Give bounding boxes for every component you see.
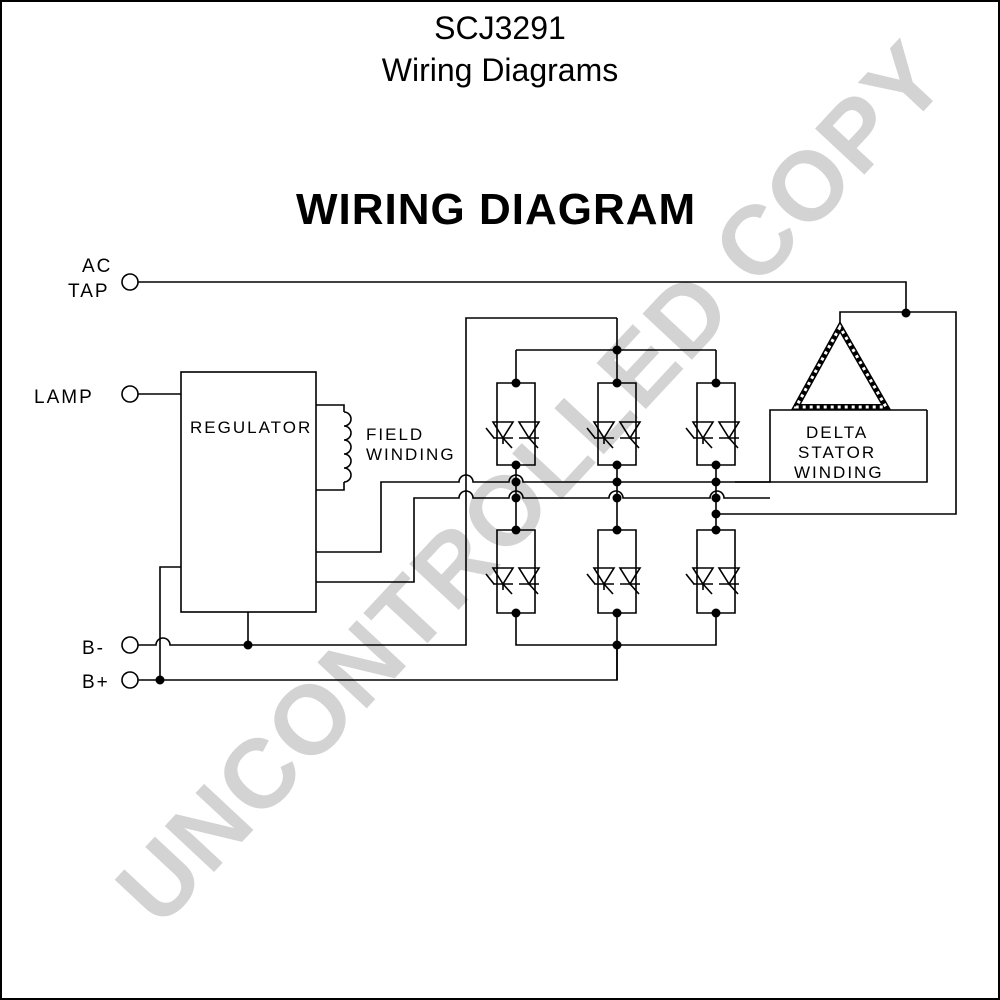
delta-stator-winding [790, 320, 892, 410]
stator-wire-a [716, 311, 957, 515]
lamp-terminal [121, 385, 139, 403]
terminal-label-b-plus: B+ [82, 672, 110, 693]
terminal-label-b-minus: B- [82, 638, 105, 659]
terminal-label-tap: TAP [68, 281, 110, 302]
field-winding-coil [316, 404, 352, 491]
terminal-label-ac: AC [82, 256, 112, 277]
regulator-box [180, 371, 317, 613]
b-minus-wire [138, 317, 617, 646]
stator-label-line2: STATOR [798, 443, 876, 462]
stator-label-line1: DELTA [806, 423, 868, 442]
field-label-line2: WINDING [366, 445, 456, 464]
ac-tap-wire [138, 281, 907, 312]
junction-dots [155, 308, 911, 685]
page-subtitle: Wiring Diagrams [381, 52, 619, 88]
regulator-bplus-wire [159, 566, 181, 680]
b-minus-terminal [121, 636, 139, 654]
part-number-title: SCJ3291 [434, 10, 566, 46]
stator-label-line3: WINDING [794, 463, 884, 482]
diagram-heading: WIRING DIAGRAM [296, 185, 696, 234]
sense-wire [316, 410, 928, 553]
ac-tap-terminal [121, 273, 139, 291]
b-plus-terminal [121, 671, 139, 689]
terminal-label-lamp: LAMP [34, 387, 94, 408]
regulator-label: REGULATOR [190, 418, 312, 437]
lower-diode-group [485, 529, 740, 614]
field-label-line1: FIELD [366, 425, 424, 444]
